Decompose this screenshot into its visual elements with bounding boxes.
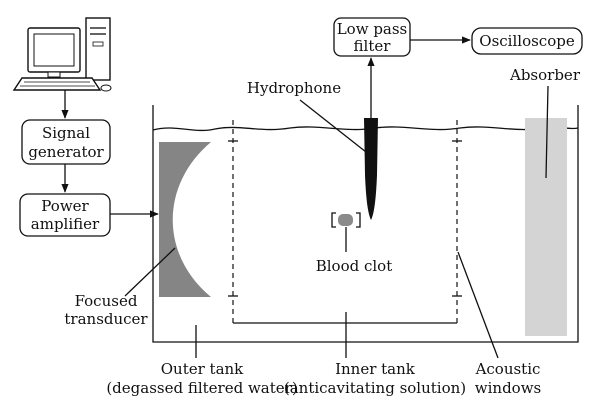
blood-clot-label: Blood clot <box>316 257 393 275</box>
power-amplifier-label-1: Power <box>41 197 89 215</box>
outer-tank-label-2: (degassed filtered water) <box>106 379 297 397</box>
power-amplifier-label-2: amplifier <box>31 215 100 233</box>
oscilloscope-box: Oscilloscope <box>471 27 583 55</box>
hydrophone-label: Hydrophone <box>247 79 341 97</box>
blood-clot-sample <box>331 212 361 252</box>
signal-generator-label-1: Signal <box>42 124 90 142</box>
signal-generator-box: Signal generator <box>21 119 111 165</box>
oscilloscope-label: Oscilloscope <box>479 32 575 50</box>
inner-tank <box>228 120 462 324</box>
low-pass-filter-label-2: filter <box>354 37 392 55</box>
power-amplifier-box: Power amplifier <box>19 193 111 237</box>
inner-tank-label-2: (anticavitating solution) <box>284 379 466 397</box>
focused-transducer-label-2: transducer <box>64 310 148 328</box>
acoustic-windows-label-2: windows <box>475 379 541 397</box>
signal-generator-label-2: generator <box>28 143 104 161</box>
hydrophone-probe <box>364 118 378 220</box>
absorber-label: Absorber <box>509 66 581 84</box>
acoustic-windows-label-1: Acoustic <box>475 360 541 378</box>
focused-transducer <box>159 142 211 297</box>
absorber-leader <box>545 85 549 179</box>
outer-tank <box>152 105 579 343</box>
focused-transducer-label-1: Focused <box>75 292 138 310</box>
acoustic-windows-leader <box>457 251 499 359</box>
inner-tank-label-1: Inner tank <box>335 360 416 378</box>
low-pass-filter-label-1: Low pass <box>337 20 408 38</box>
hydrophone-leader <box>299 99 367 153</box>
low-pass-filter-box: Low pass filter <box>333 17 411 57</box>
transducer-leader <box>124 247 176 297</box>
desktop-computer-icon <box>12 17 112 92</box>
outer-tank-label-1: Outer tank <box>161 360 244 378</box>
